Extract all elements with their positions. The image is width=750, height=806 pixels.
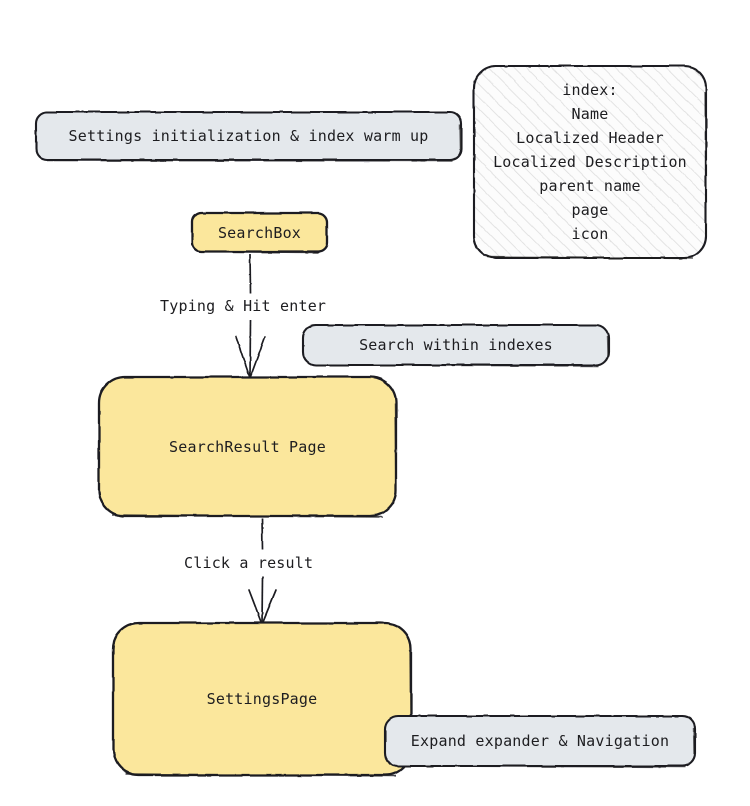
search-within-indexes-note-shape: [301, 323, 611, 367]
edge-click-a-result-line: [248, 517, 277, 625]
edge-typing-hit-enter-line: [235, 253, 266, 379]
expand-expander-note-shape: [383, 714, 697, 768]
search-box-node-shape[interactable]: [190, 211, 329, 254]
search-result-page-node-shape[interactable]: [97, 375, 398, 518]
settings-page-node-shape[interactable]: [111, 621, 413, 777]
index-structure-note-shape: [472, 64, 708, 260]
settings-init-note-shape: [34, 110, 463, 162]
